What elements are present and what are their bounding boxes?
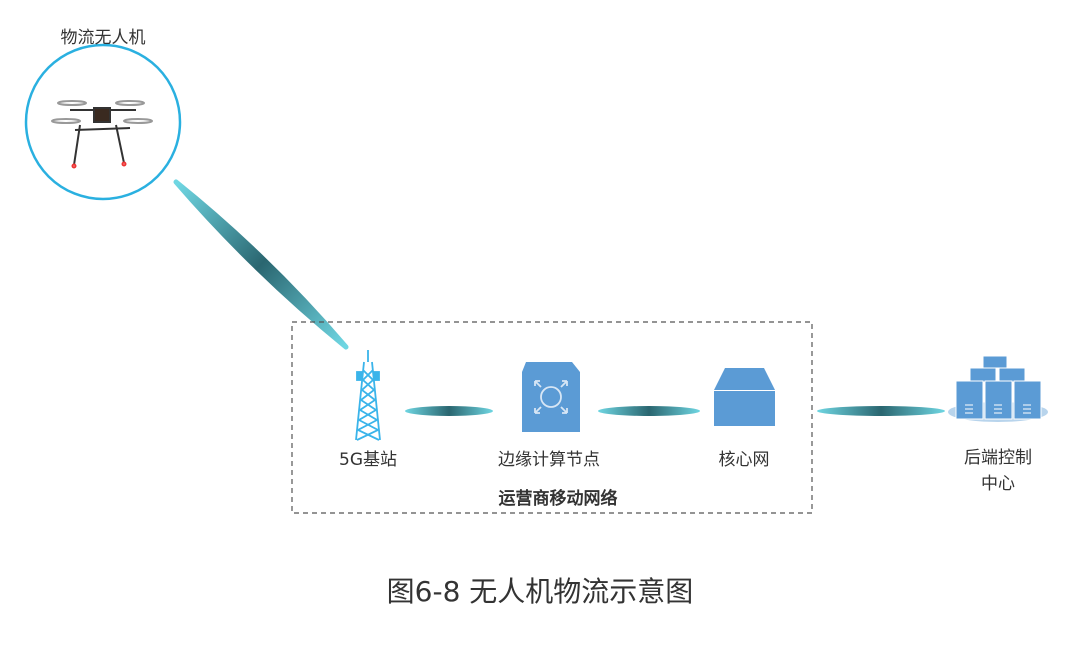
backend-label-line1: 后端控制 [964,448,1032,468]
cell-tower-icon [355,350,381,441]
backend-label: 后端控制 中心 [964,445,1032,497]
network-group-label: 运营商移动网络 [498,489,618,509]
network-group-box [291,321,813,514]
edge-node-label: 边缘计算节点 [498,450,600,470]
base-station-label: 5G基站 [339,450,397,470]
link-tower-edge [405,406,493,416]
drone-icon [51,100,153,169]
link-edge-core [598,406,700,416]
link-core-backend [817,406,945,416]
backend-label-line2: 中心 [981,474,1015,494]
core-network-icon [714,368,775,426]
server-cluster-icon [948,355,1048,422]
drone-label: 物流无人机 [60,28,146,48]
drone-link-beam [173,179,349,350]
core-network-label: 核心网 [718,450,770,470]
figure-caption: 图6-8 无人机物流示意图 [386,575,694,608]
edge-node-icon [522,362,580,432]
